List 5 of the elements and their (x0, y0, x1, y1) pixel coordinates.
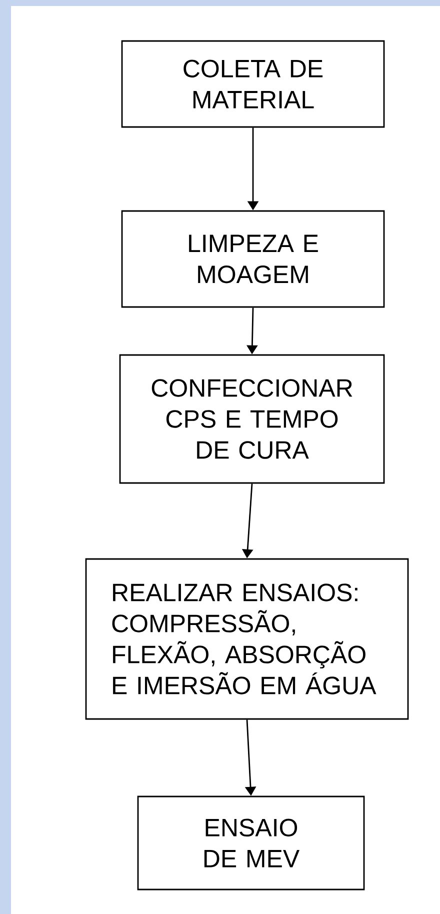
process-box: REALIZAR ENSAIOS: COMPRESSÃO, FLEXÃO, ABSORÇÃO E IMERSÃO EM ÁGUA (85, 558, 409, 720)
process-box: CONFECCIONAR CPS E TEMPO DE CURA (119, 354, 385, 484)
process-box: LIMPEZA E MOAGEM (121, 210, 385, 308)
process-box: ENSAIO DE MEV (137, 796, 365, 890)
process-box: COLETA DE MATERIAL (121, 40, 385, 128)
